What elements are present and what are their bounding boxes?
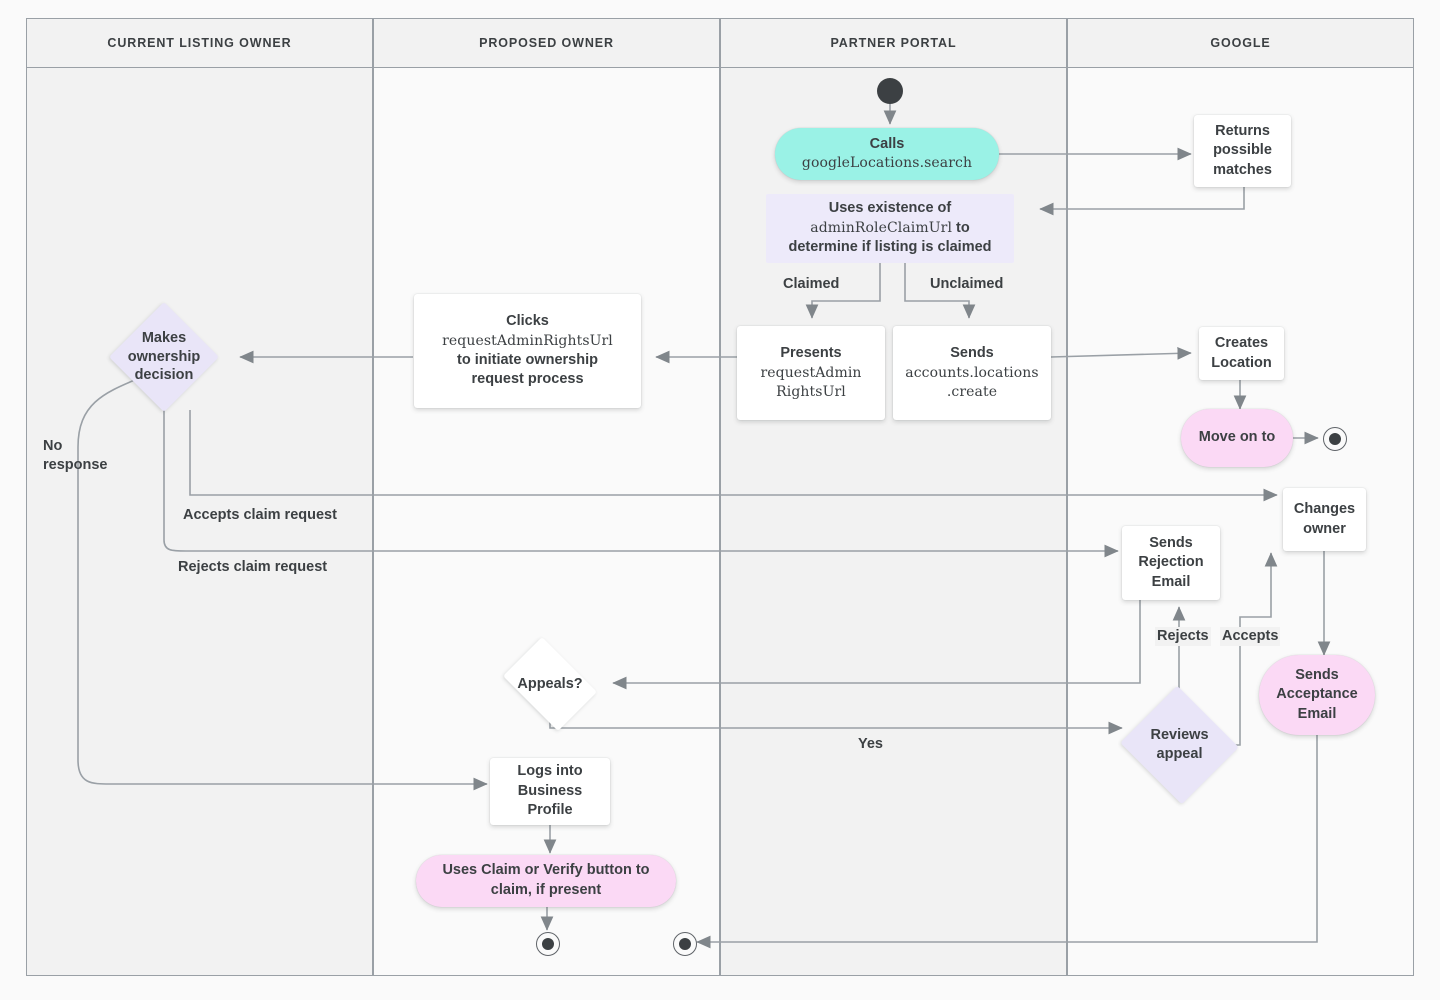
node-uses-claim-line1: Uses Claim or Verify button to: [442, 862, 650, 879]
lane-title-partner-portal: PARTNER PORTAL: [830, 36, 957, 50]
node-reviews-appeal-label: Reviews appeal: [1150, 727, 1209, 762]
node-creates-location-label: Creates Location: [1211, 334, 1272, 371]
node-uses-existence-line2-suffix: to: [952, 219, 970, 236]
node-sends-acceptance-email[interactable]: Sends Acceptance Email: [1259, 655, 1375, 735]
edge-label-accepts: Accepts: [1220, 627, 1281, 646]
node-calls-line1: Calls: [869, 135, 905, 152]
edge-returns-to-uses-existence: [1039, 187, 1245, 216]
node-uses-existence-line2: adminRoleClaimUrl to: [810, 219, 970, 239]
node-sends-create-line3: .create: [946, 383, 998, 400]
node-uses-existence-admin-role-claim-url[interactable]: Uses existence of adminRoleClaimUrl to d…: [766, 194, 1014, 263]
edge-label-rejects: Rejects: [1155, 627, 1211, 646]
node-sends-create-line1: Sends: [950, 345, 994, 362]
lane-title-current-listing-owner: CURRENT LISTING OWNER: [107, 36, 292, 50]
node-uses-claim-or-verify-button[interactable]: Uses Claim or Verify button to claim, if…: [416, 855, 676, 907]
edge-label-rejects-claim-request: Rejects claim request: [176, 558, 330, 577]
node-reviews-appeal[interactable]: Reviews appeal: [1118, 685, 1241, 805]
node-sends-rejection-email[interactable]: Sends Rejection Email: [1122, 526, 1220, 600]
edge-label-unclaimed: Unclaimed: [928, 275, 1006, 294]
end-node-google: [1323, 427, 1347, 451]
node-move-on-to[interactable]: Move on to: [1181, 409, 1293, 467]
edge-label-claimed: Claimed: [781, 275, 842, 294]
lane-header-google: GOOGLE: [1067, 18, 1414, 68]
start-node-partner-portal: [877, 78, 903, 104]
edge-sends-create-to-creates-location: [1050, 346, 1192, 360]
node-uses-existence-line3: determine if listing is claimed: [788, 239, 992, 256]
node-creates-location[interactable]: Creates Location: [1199, 327, 1284, 380]
node-sends-accounts-locations-create[interactable]: Sends accounts.locations .create: [893, 326, 1051, 420]
node-move-on-to-label: Move on to: [1198, 429, 1276, 446]
node-returns-possible-matches[interactable]: Returns possible matches: [1194, 115, 1291, 187]
node-sends-rejection-email-label: Sends Rejection Email: [1138, 534, 1204, 590]
edge-rejection-to-appeals: [612, 600, 1141, 690]
node-logs-into-business-profile[interactable]: Logs into Business Profile: [490, 758, 610, 825]
node-uses-claim-line2: claim, if present: [490, 882, 602, 898]
edge-appeals-yes-to-reviews: [549, 712, 1123, 735]
node-returns-label: Returns possible matches: [1213, 122, 1272, 178]
edge-decision-no-response: [77, 378, 488, 791]
node-clicks-request-admin-rights-url[interactable]: Clicks requestAdminRightsUrl to initiate…: [414, 294, 641, 408]
node-presents-line1: Presents: [780, 345, 842, 362]
node-sends-acceptance-email-label: Sends Acceptance Email: [1276, 666, 1358, 722]
node-changes-owner[interactable]: Changes owner: [1283, 488, 1366, 551]
edge-uses-existence-unclaimed: [904, 263, 976, 319]
node-calls-line2: googleLocations.search: [801, 155, 973, 172]
lane-title-google: GOOGLE: [1210, 36, 1271, 50]
node-appeals-decision[interactable]: Appeals?: [495, 637, 605, 731]
edge-uses-existence-claimed: [805, 263, 881, 319]
edge-decision-accepts: [189, 410, 1278, 502]
node-presents-line3: RightsUrl: [776, 383, 846, 400]
lane-title-proposed-owner: PROPOSED OWNER: [479, 36, 614, 50]
lane-header-partner-portal: PARTNER PORTAL: [720, 18, 1067, 68]
node-presents-line2: requestAdmin: [760, 364, 862, 381]
edge-decision-rejects: [163, 410, 1119, 558]
swimlane-grid: CURRENT LISTING OWNER PROPOSED OWNER PAR…: [26, 18, 1414, 976]
node-clicks-line4: request process: [471, 371, 584, 388]
node-appeals-label: Appeals?: [517, 675, 583, 692]
lane-header-proposed-owner: PROPOSED OWNER: [373, 18, 720, 68]
end-node-proposed-owner: [536, 932, 560, 956]
node-makes-ownership-decision[interactable]: Makes ownership decision: [109, 302, 219, 412]
edge-acceptance-to-end: [696, 734, 1318, 949]
node-makes-ownership-decision-label: Makes ownership decision: [127, 329, 201, 384]
node-presents-request-admin-rights-url[interactable]: Presents requestAdmin RightsUrl: [737, 326, 885, 420]
node-uses-existence-line1: Uses existence of: [828, 200, 952, 217]
lane-header-current-listing-owner: CURRENT LISTING OWNER: [26, 18, 373, 68]
node-uses-existence-code: adminRoleClaimUrl: [810, 219, 953, 236]
node-changes-owner-label: Changes owner: [1293, 500, 1356, 537]
edge-label-no-response: No response: [43, 438, 108, 473]
edge-label-accepts-claim-request: Accepts claim request: [181, 506, 339, 525]
node-clicks-line2: requestAdminRightsUrl: [442, 332, 613, 349]
node-calls-google-locations-search[interactable]: Calls googleLocations.search: [775, 128, 999, 180]
node-clicks-line1: Clicks: [506, 313, 549, 330]
node-clicks-line3: to initiate ownership: [457, 351, 598, 368]
node-logs-into-business-profile-label: Logs into Business Profile: [517, 763, 583, 819]
node-sends-create-line2: accounts.locations: [905, 364, 1039, 381]
edge-label-yes: Yes: [856, 735, 885, 754]
end-node-partner-portal: [673, 932, 697, 956]
